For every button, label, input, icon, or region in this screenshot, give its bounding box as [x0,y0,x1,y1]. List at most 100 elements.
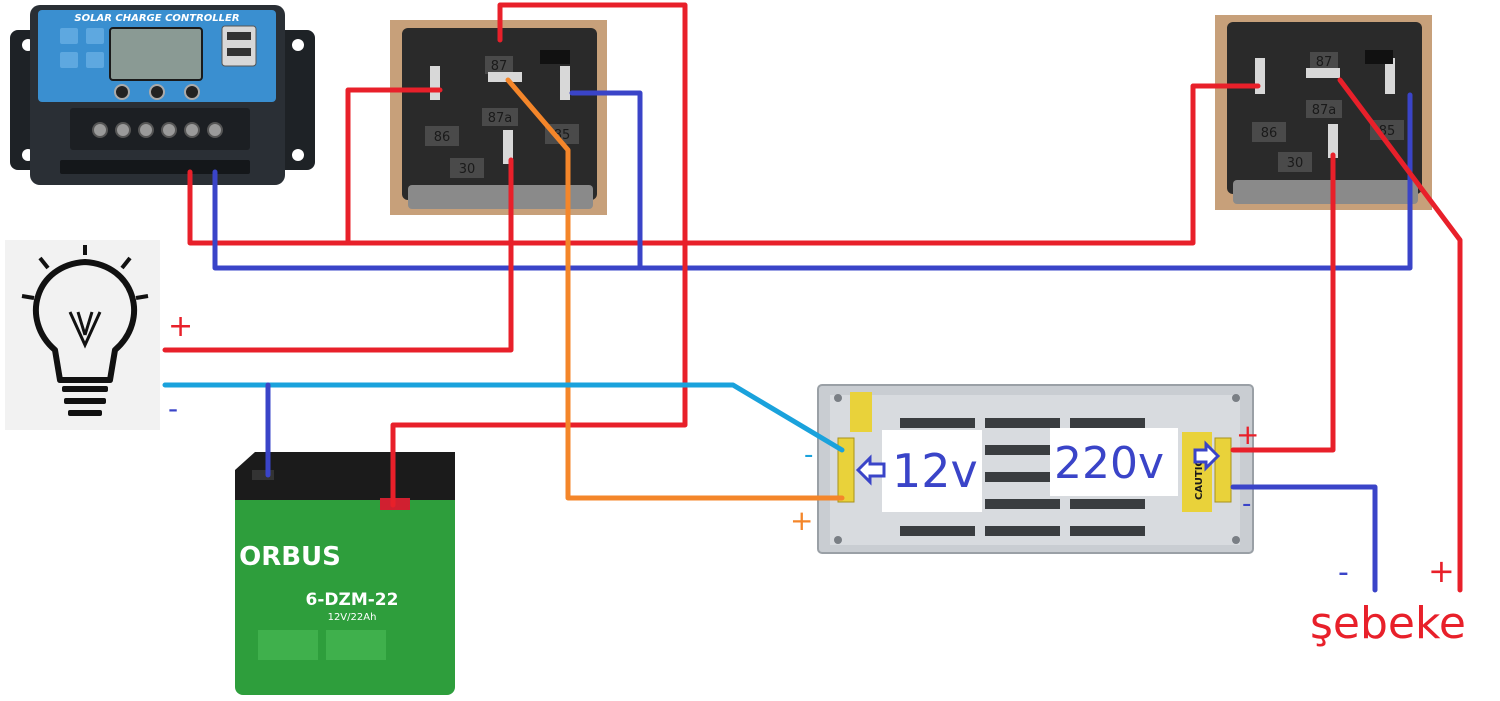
timer-icon [60,52,78,68]
relay-right-blade [1385,58,1395,94]
blue-wire-controller-minus [212,92,1413,271]
bulb-base [64,398,106,404]
controller-title: SOLAR CHARGE CONTROLLER [74,13,239,24]
orange-wire-psu-plus [505,77,845,501]
battery-brand: ORBUS [239,542,341,572]
light-ray [135,294,149,300]
mount-hole [292,39,304,51]
relay-right-label-86 [1252,122,1286,142]
relay-right-pin-87a: 87a [1312,103,1337,118]
light-blue-wire-psu-minus [162,382,845,453]
psu-screw [834,536,842,544]
relay-left-pin-86: 86 [434,130,451,145]
relay-left-pin-30: 30 [459,162,476,177]
relay-left: 87 87a 86 85 30 [390,20,607,215]
relay-right-label-87 [1310,52,1338,70]
mount-hole [292,149,304,161]
relay-left-label-85 [545,124,579,144]
battery-label-area [326,630,386,660]
relay-left-label-87a [482,108,518,126]
solar-charge-controller: SOLAR CHARGE CONTROLLER [10,5,315,185]
relay-right-slot [1365,50,1393,64]
wires [162,2,1463,593]
psu-screw [1232,536,1240,544]
battery-icon [86,52,104,68]
lcd-screen [109,27,203,81]
light-ray [21,294,35,300]
psu-minus-left: - [804,440,813,470]
lamp: + - [5,240,193,430]
relay-left-pin-87: 87 [491,59,508,74]
psu-output-terminal [837,437,855,503]
bulb-base [62,386,108,392]
bulb-base [68,410,102,416]
lamp-plus-label: + [168,309,193,344]
relay-left-slot [540,50,570,64]
blue-wire-relay-left-85 [569,90,643,271]
terminal-screw [184,122,200,138]
filament-icon [68,311,102,349]
terminal-screw [138,122,154,138]
psu-screw [834,394,842,402]
battery-negative-terminal [252,470,274,480]
terminal-screw [207,122,223,138]
input-arrow-icon [1193,440,1221,472]
red-wire-battery-plus [390,2,688,508]
relay-right-pin-30: 30 [1287,156,1304,171]
psu-input-voltage: 220v [1054,438,1164,489]
relay-right-label-87a [1306,100,1342,118]
solar-icon [60,28,78,44]
relay-left-label-87 [485,56,513,74]
terminal-block [70,108,250,150]
psu-input-terminal [1214,437,1232,503]
red-wire-mains-plus [1337,77,1463,593]
relay-left-blade [430,66,440,100]
red-wire-to-relay-right [345,83,1261,246]
mains-plus-label: + [1428,552,1455,590]
battery: ORBUS 6-DZM-22 12V/22Ah [235,452,455,695]
psu-plus-left: + [790,504,813,537]
relay-left-pin-87a: 87a [488,111,513,126]
lamp-minus-label: - [168,392,178,425]
output-arrow-icon [855,454,886,486]
button-2 [149,84,165,100]
terminal-screw [115,122,131,138]
psu-plus-right: + [1236,418,1259,451]
bulb-icon [32,259,138,383]
relay-right-housing [1233,180,1418,204]
relay-right-pin-87: 87 [1316,55,1333,70]
relay-left-housing [408,185,593,209]
button-3 [184,84,200,100]
terminal-screw [92,122,108,138]
blue-wire-mains-minus [1230,484,1378,593]
relay-left-label-30 [450,158,484,178]
light-ray [38,256,50,270]
red-wire-relay-right-psu [1230,152,1336,453]
battery-model: 6-DZM-22 [306,590,399,610]
psu-output-voltage: 12v [892,444,978,498]
relay-left-blade [560,66,570,100]
light-ray [120,256,132,270]
button-1 [114,84,130,100]
psu-minus-right: - [1242,489,1251,519]
usb-port-1 [227,32,251,40]
settings-icon [86,28,104,44]
mains: - + şebeke [1310,552,1466,649]
psu-screw [1232,394,1240,402]
psu-input-label-box [1050,428,1178,496]
relay-right-blade [1328,124,1338,158]
terminal-screw [161,122,177,138]
relay-left-label-86 [425,126,459,146]
psu-caution-text: CAUTION [1194,450,1205,500]
power-supply: CAUTION 12v 220v - + + - [790,384,1259,554]
relay-right-pin-86: 86 [1261,126,1278,141]
relay-right-blade [1306,68,1340,78]
psu-warning-sticker [850,392,872,432]
psu-output-label-box [882,430,982,512]
relay-left-blade [503,130,513,164]
mains-minus-label: - [1338,555,1349,590]
red-wire-lamp-plus [162,157,514,353]
battery-label-area [258,630,318,660]
battery-body [235,470,455,695]
